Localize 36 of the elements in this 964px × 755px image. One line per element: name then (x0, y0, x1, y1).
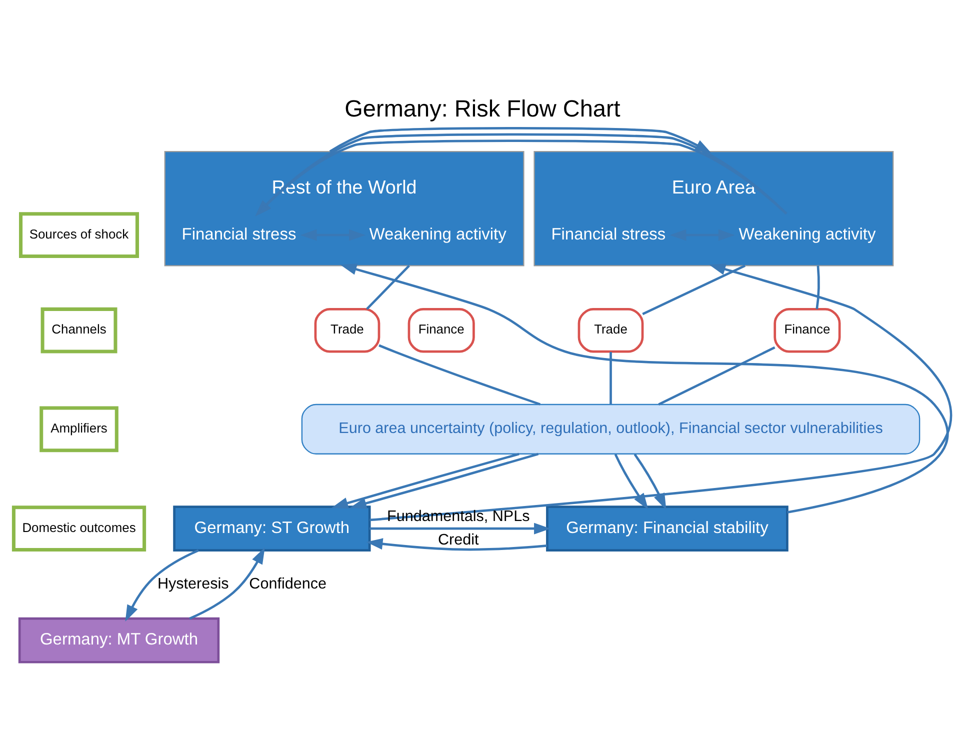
node-box: Sources of shock (18, 212, 138, 258)
node-box: Trade (314, 308, 380, 353)
connector (378, 344, 540, 406)
node-box: Amplifiers (39, 406, 118, 452)
edge-label: Credit (438, 531, 478, 548)
connector (815, 266, 820, 310)
node-box: Euro area uncertainty (policy, regulation, outlook), Financial sector vulnerabilities (300, 404, 920, 454)
edge-label: Confidence (248, 575, 326, 592)
node-box: Germany: MT Growth (18, 617, 220, 664)
arrow (366, 538, 547, 551)
arrow (188, 547, 264, 620)
arrow (349, 452, 538, 509)
node-box: Finance (773, 308, 840, 353)
arrow (124, 549, 198, 622)
edge-label: Hysteresis (156, 575, 228, 592)
arrow (254, 133, 787, 216)
arrow (614, 454, 648, 510)
node-box: Channels (40, 307, 117, 354)
arrow (328, 127, 712, 154)
connector (658, 346, 775, 406)
node-box: Domestic outcomes (11, 506, 146, 552)
node-text: Weakening activity (738, 225, 876, 244)
node-box: Germany: Financial stability (546, 506, 788, 552)
connector (609, 352, 612, 404)
connector (366, 264, 410, 310)
arrow (331, 452, 519, 509)
node-box: Germany: ST Growth (172, 506, 370, 552)
arrow (369, 522, 550, 534)
node-text: Weakening activity (368, 225, 506, 244)
diagram-title: Germany: Risk Flow Chart (344, 95, 620, 122)
node-box: Finance (407, 308, 474, 353)
node-text: Financial stress (181, 225, 296, 244)
node-text: Financial stress (550, 225, 666, 244)
node-box: Trade (577, 308, 644, 353)
arrow (633, 454, 666, 510)
connector (642, 264, 746, 316)
